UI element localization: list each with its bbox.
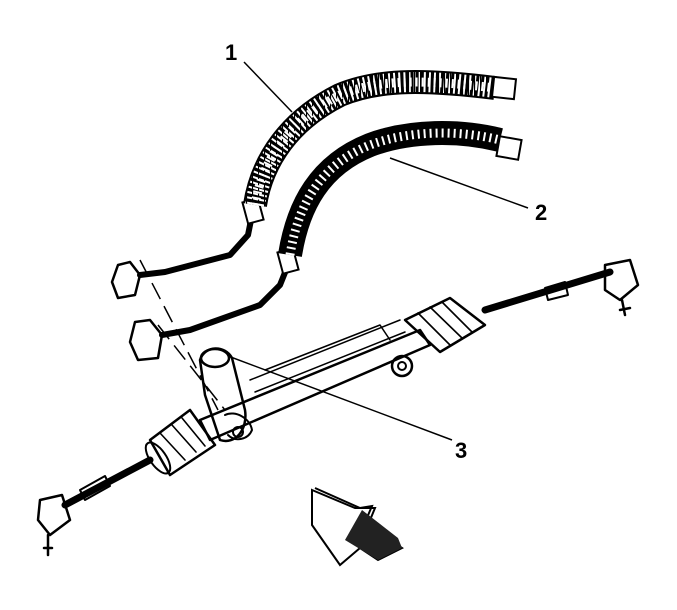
callout-1: 1	[225, 40, 237, 65]
pressure-hose-1	[110, 70, 518, 300]
callout-3: 3	[455, 438, 467, 463]
callout-2: 2	[535, 200, 547, 225]
front-direction-arrow-icon	[311, 487, 404, 567]
alignment-lines	[139, 259, 226, 411]
pressure-hose-2	[128, 121, 523, 362]
steering-gear-assembly	[36, 258, 640, 557]
leader-lines	[227, 61, 529, 441]
